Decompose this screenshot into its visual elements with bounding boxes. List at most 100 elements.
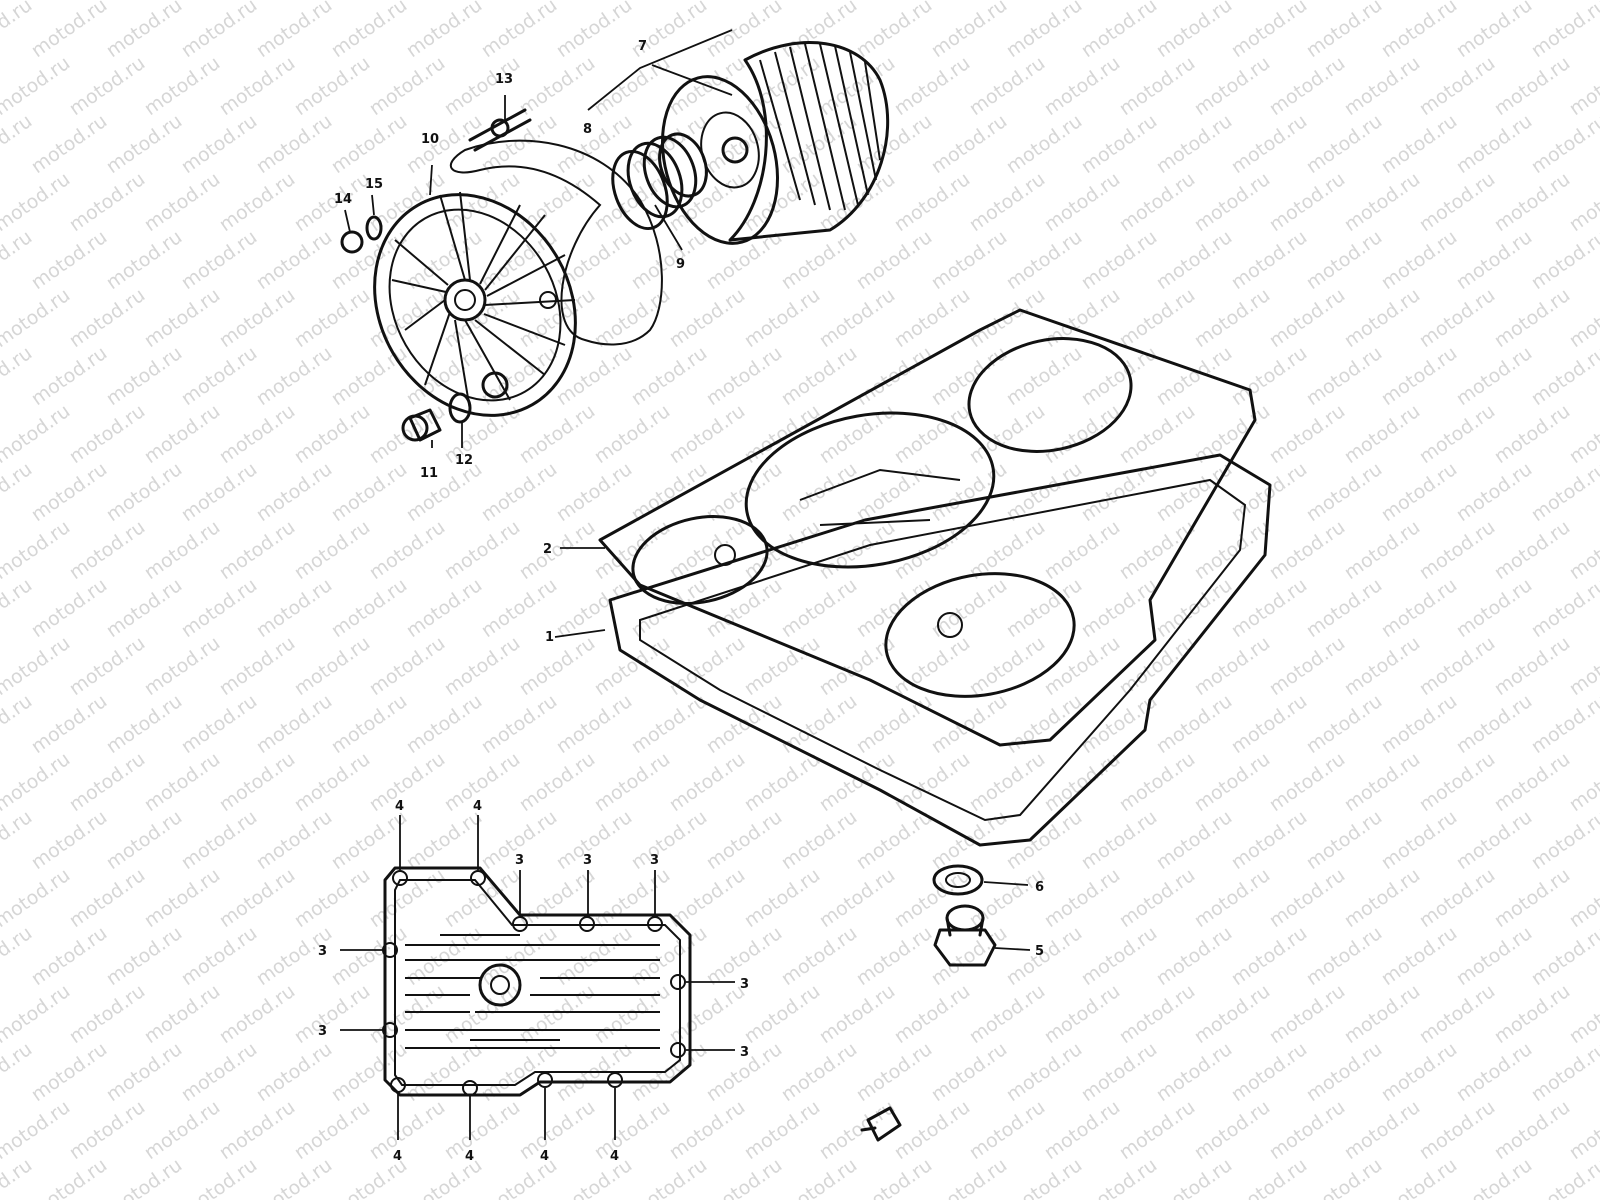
watermark-text: motod.ru xyxy=(515,748,599,816)
watermark-text: motod.ru xyxy=(1077,110,1161,178)
watermark-text: motod.ru xyxy=(65,1096,149,1164)
watermark-text: motod.ru xyxy=(327,110,411,178)
watermark-text: motod.ru xyxy=(1002,342,1086,410)
watermark-text: motod.ru xyxy=(515,864,599,932)
callout-3: 3 xyxy=(515,853,524,868)
watermark-text: motod.ru xyxy=(1152,226,1236,294)
watermark-text: motod.ru xyxy=(140,632,224,700)
watermark-text: motod.ru xyxy=(1527,110,1600,178)
watermark-text: motod.ru xyxy=(65,52,149,120)
watermark-text: motod.ru xyxy=(1265,864,1349,932)
watermark-text: motod.ru xyxy=(440,748,524,816)
callout-3: 3 xyxy=(318,1024,327,1039)
watermark-text: motod.ru xyxy=(290,980,374,1048)
watermark-text: motod.ru xyxy=(140,748,224,816)
watermark-text: motod.ru xyxy=(1490,980,1574,1048)
watermark-text: motod.ru xyxy=(65,0,149,4)
watermark-text: motod.ru xyxy=(215,980,299,1048)
watermark-text: motod.ru xyxy=(1377,342,1461,410)
watermark-text: motod.ru xyxy=(777,0,861,62)
watermark-text: motod.ru xyxy=(0,864,74,932)
watermark-text: motod.ru xyxy=(1565,980,1600,1048)
watermark-text: motod.ru xyxy=(1340,284,1424,352)
watermark-text: motod.ru xyxy=(1490,748,1574,816)
watermark-text: motod.ru xyxy=(365,748,449,816)
watermark-text: motod.ru xyxy=(1340,168,1424,236)
watermark-text: motod.ru xyxy=(1452,342,1536,410)
watermark-text: motod.ru xyxy=(590,52,674,120)
watermark-text: motod.ru xyxy=(815,284,899,352)
watermark-text: motod.ru xyxy=(0,748,74,816)
watermark-text: motod.ru xyxy=(1377,690,1461,758)
watermark-text: motod.ru xyxy=(965,0,1049,4)
watermark-text: motod.ru xyxy=(702,574,786,642)
watermark-text: motod.ru xyxy=(777,806,861,874)
watermark-text: motod.ru xyxy=(1302,806,1386,874)
watermark-text: motod.ru xyxy=(1302,690,1386,758)
watermark-text: motod.ru xyxy=(102,110,186,178)
oil-pan-top-view xyxy=(382,866,692,1097)
watermark-text: motod.ru xyxy=(327,806,411,874)
watermark-text: motod.ru xyxy=(777,574,861,642)
watermark-text: motod.ru xyxy=(965,1096,1049,1164)
watermark-text: motod.ru xyxy=(1415,284,1499,352)
watermark-text: motod.ru xyxy=(1040,1096,1124,1164)
watermark-text: motod.ru xyxy=(65,400,149,468)
watermark-text: motod.ru xyxy=(777,1038,861,1106)
watermark-text: motod.ru xyxy=(402,0,486,62)
watermark-text: motod.ru xyxy=(27,806,111,874)
callout-3: 3 xyxy=(740,977,749,992)
watermark-text: motod.ru xyxy=(1452,110,1536,178)
oil-pan xyxy=(608,453,1272,847)
watermark-text: motod.ru xyxy=(852,574,936,642)
watermark-text: motod.ru xyxy=(1527,458,1600,526)
watermark-text: motod.ru xyxy=(1302,1154,1386,1200)
watermark-text: motod.ru xyxy=(290,516,374,584)
callout-11: 11 xyxy=(420,466,438,481)
watermark-text: motod.ru xyxy=(1265,168,1349,236)
watermark-text: motod.ru xyxy=(215,52,299,120)
watermark-text: motod.ru xyxy=(290,168,374,236)
watermark-text: motod.ru xyxy=(1340,52,1424,120)
watermark-text: motod.ru xyxy=(290,0,374,4)
watermark-text: motod.ru xyxy=(552,1154,636,1200)
watermark-text: motod.ru xyxy=(890,748,974,816)
watermark-text: motod.ru xyxy=(0,1038,36,1106)
oil-filter xyxy=(660,41,890,245)
watermark-text: motod.ru xyxy=(1002,0,1086,62)
callout-4: 4 xyxy=(610,1149,619,1164)
watermark-text: motod.ru xyxy=(552,458,636,526)
watermark-text: motod.ru xyxy=(1115,516,1199,584)
watermark-text: motod.ru xyxy=(1452,1154,1536,1200)
watermark-text: motod.ru xyxy=(1227,342,1311,410)
watermark-text: motod.ru xyxy=(1002,110,1086,178)
watermark-text: motod.ru xyxy=(665,400,749,468)
watermark-text: motod.ru xyxy=(552,110,636,178)
watermark-text: motod.ru xyxy=(1227,1154,1311,1200)
watermark-text: motod.ru xyxy=(740,284,824,352)
watermark-text: motod.ru xyxy=(590,1096,674,1164)
watermark-text: motod.ru xyxy=(215,0,299,4)
watermark-text: motod.ru xyxy=(552,0,636,62)
callout-3: 3 xyxy=(318,944,327,959)
watermark-text: motod.ru xyxy=(1077,574,1161,642)
watermark-text: motod.ru xyxy=(252,806,336,874)
watermark-text: motod.ru xyxy=(440,516,524,584)
watermark-text: motod.ru xyxy=(852,690,936,758)
watermark-text: motod.ru xyxy=(1377,226,1461,294)
watermark-text: motod.ru xyxy=(702,690,786,758)
watermark-text: motod.ru xyxy=(1115,0,1199,4)
watermark-text: motod.ru xyxy=(702,806,786,874)
watermark-text: motod.ru xyxy=(815,980,899,1048)
watermark-text: motod.ru xyxy=(1302,458,1386,526)
callout-6: 6 xyxy=(1035,880,1044,895)
watermark-text: motod.ru xyxy=(1415,516,1499,584)
watermark-text: motod.ru xyxy=(290,284,374,352)
callout-4: 4 xyxy=(393,1149,402,1164)
watermark-text: motod.ru xyxy=(0,574,36,642)
watermark-text: motod.ru xyxy=(365,1096,449,1164)
watermark-text: motod.ru xyxy=(515,168,599,236)
watermark-text: motod.ru xyxy=(740,1096,824,1164)
